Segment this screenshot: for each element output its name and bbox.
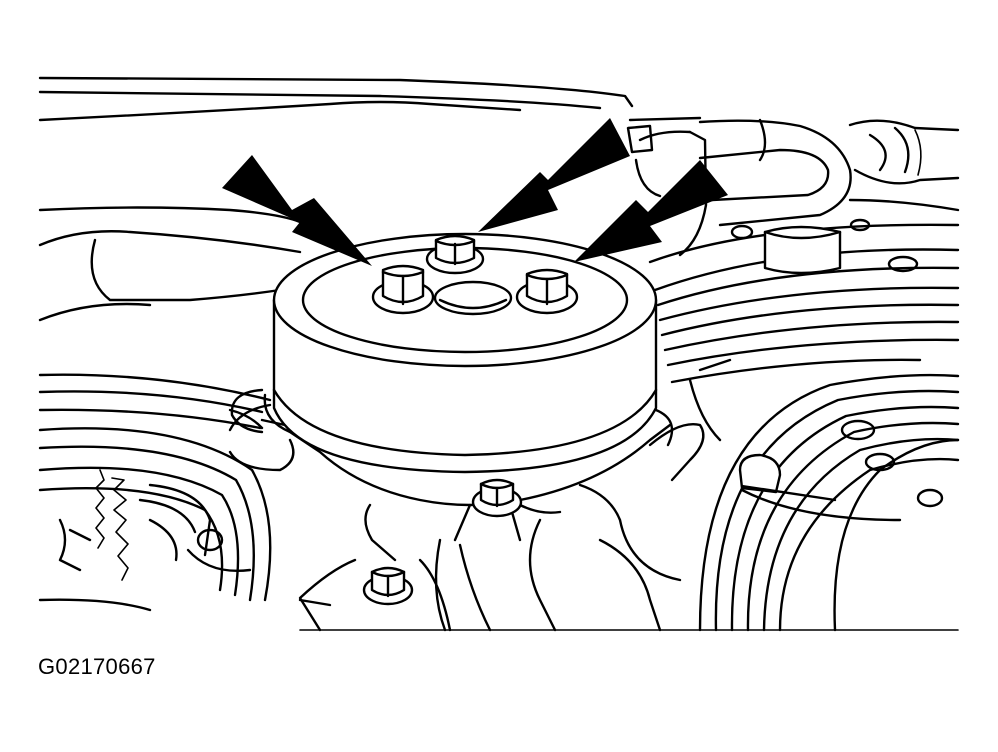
upper-right-pulley bbox=[648, 218, 960, 384]
water-pump-pulley bbox=[230, 232, 674, 474]
arrow-to-center-bolt bbox=[478, 118, 630, 232]
lower-right-pulley bbox=[698, 373, 960, 632]
arrow-to-right-bolt bbox=[574, 160, 728, 262]
left-belt-pulley bbox=[38, 373, 272, 612]
figure-code-label: G02170667 bbox=[38, 654, 156, 679]
pulley-bolt-front-left bbox=[371, 264, 435, 315]
pointer-arrows bbox=[222, 118, 728, 266]
pump-housing bbox=[228, 358, 732, 632]
pulley-bolt-rear-center bbox=[425, 234, 485, 275]
arrow-to-left-bolt bbox=[222, 155, 372, 266]
pulley-bolt-front-right bbox=[515, 268, 579, 315]
engine-background-outlines bbox=[38, 76, 960, 322]
